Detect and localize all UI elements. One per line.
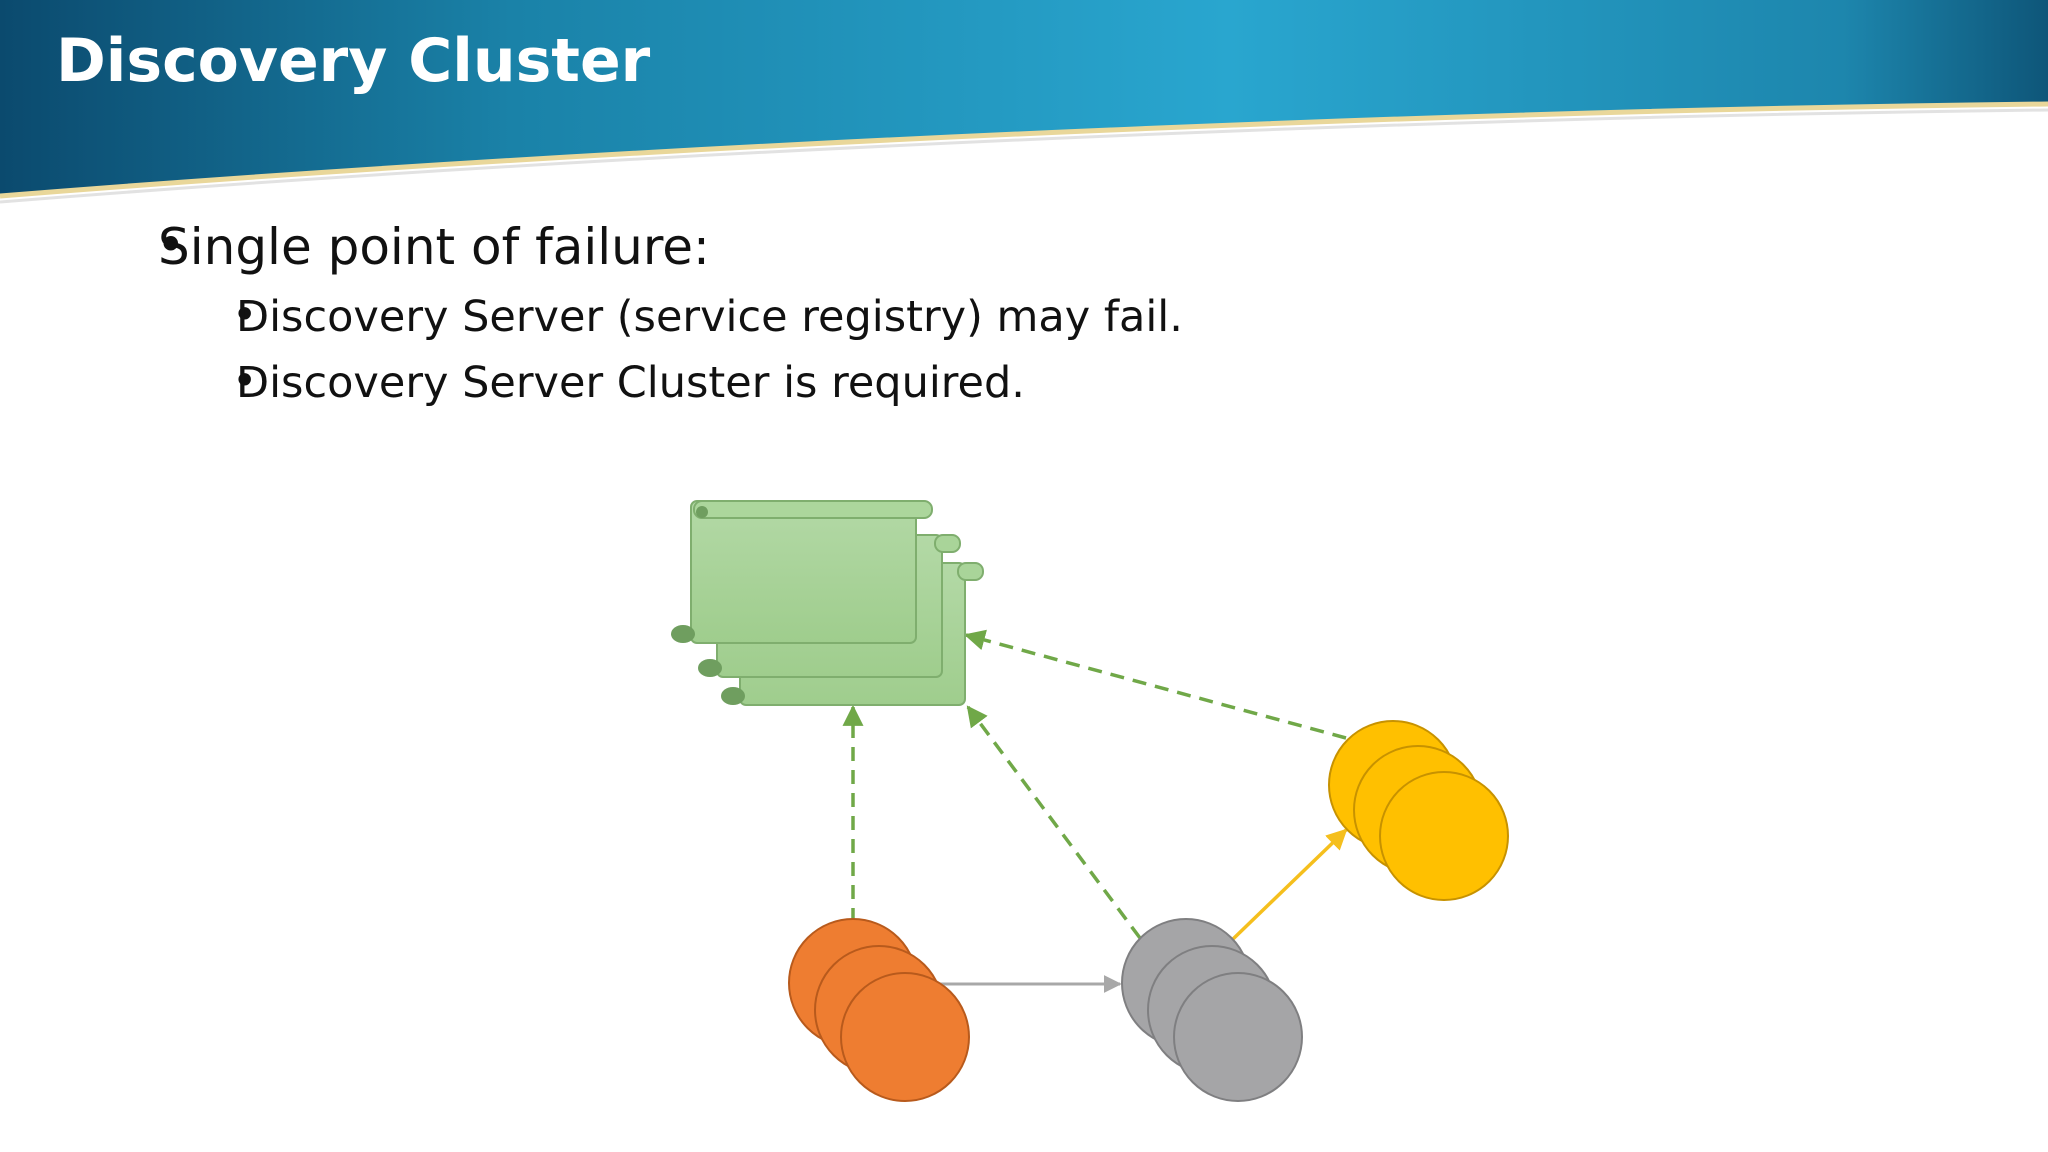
bullet-level1: Single point of failure: xyxy=(158,218,710,276)
arrow-yellow-to-registry xyxy=(963,629,1347,740)
bullet-level2: Discovery Server (service registry) may … xyxy=(236,292,1183,342)
arrow-gray-to-yellow xyxy=(1230,828,1348,942)
header-band xyxy=(0,0,2048,196)
bullet-marker: • xyxy=(232,290,258,340)
gray-service-stack xyxy=(1121,918,1303,1102)
orange-service-stack xyxy=(788,918,970,1102)
bullet-marker: • xyxy=(156,216,186,274)
yellow-service-stack xyxy=(1328,720,1509,901)
bullet-level2: Discovery Server Cluster is required. xyxy=(236,358,1025,408)
header-shadow-line xyxy=(0,108,2048,204)
slide-title: Discovery Cluster xyxy=(56,26,651,96)
header-accent-line xyxy=(0,101,2048,199)
arrow-gray-to-registry xyxy=(966,705,1142,940)
registry-scroll-1 xyxy=(671,500,933,644)
bullet-marker: • xyxy=(232,356,258,406)
